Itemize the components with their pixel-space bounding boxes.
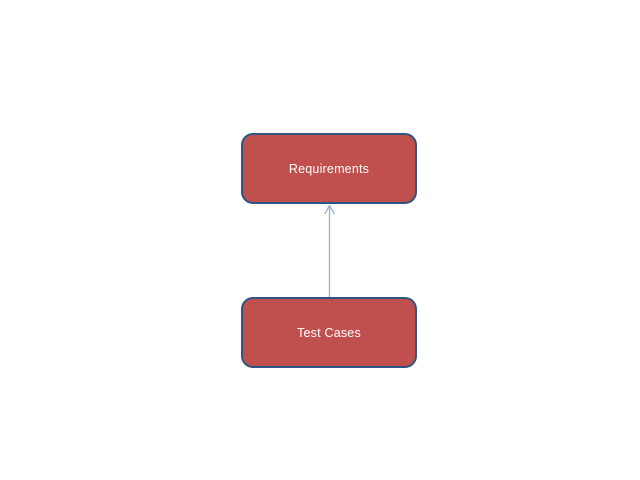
arrowhead-up-icon xyxy=(324,204,335,215)
node-test-cases-label: Test Cases xyxy=(297,325,361,340)
node-requirements: Requirements xyxy=(241,133,417,204)
node-requirements-label: Requirements xyxy=(288,161,370,176)
node-test-cases: Test Cases xyxy=(241,297,417,368)
